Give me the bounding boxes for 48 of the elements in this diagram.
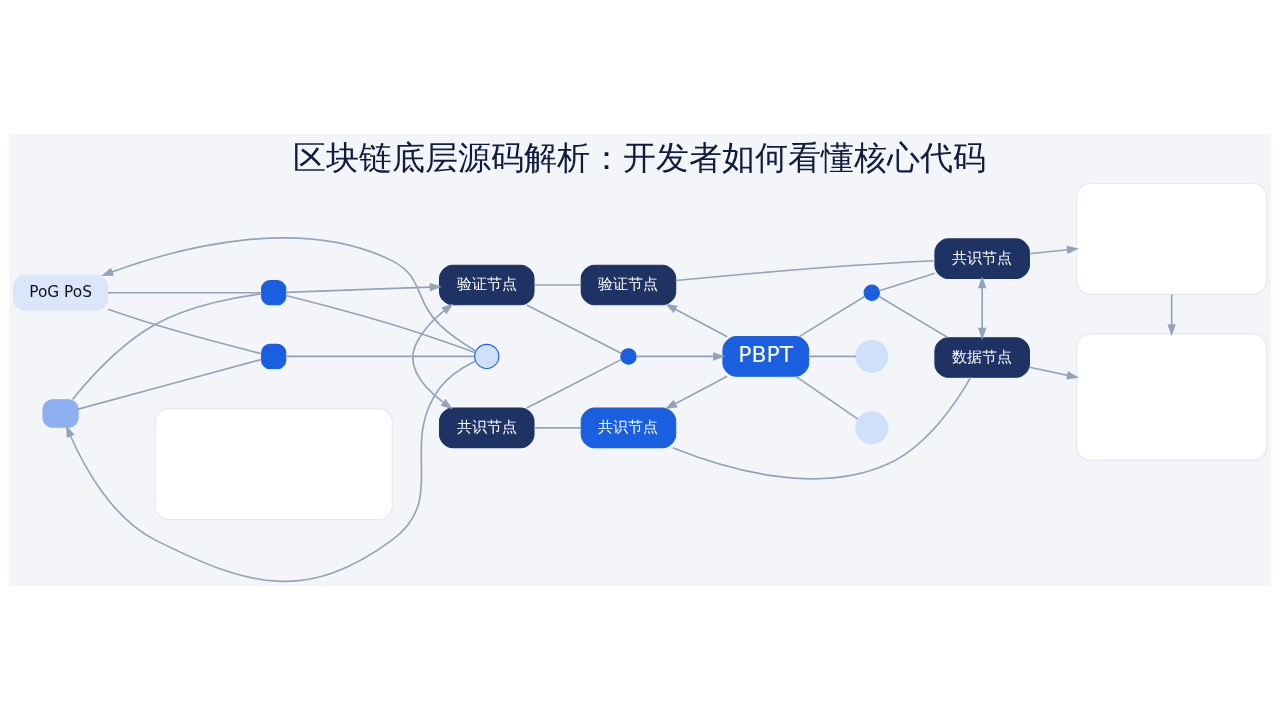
connector bbox=[284, 355, 476, 358]
connector bbox=[878, 272, 936, 292]
arrow bbox=[101, 237, 477, 352]
arrow bbox=[1167, 293, 1176, 337]
arrow bbox=[65, 360, 477, 582]
node-circle bbox=[474, 343, 500, 370]
connector bbox=[77, 358, 263, 410]
node-box: 验证节点 bbox=[438, 264, 535, 306]
node-circle bbox=[855, 339, 889, 373]
connector bbox=[285, 294, 476, 354]
arrow bbox=[977, 276, 987, 340]
connector bbox=[71, 293, 263, 401]
connector bbox=[877, 295, 949, 339]
connector bbox=[525, 358, 622, 409]
connector bbox=[807, 355, 857, 358]
node-box bbox=[1076, 333, 1268, 461]
node-box bbox=[1076, 182, 1268, 295]
node-box: PoG PoS bbox=[12, 274, 109, 311]
node-box: 验证节点 bbox=[580, 264, 677, 306]
node-circle bbox=[620, 348, 637, 365]
arrow bbox=[412, 303, 454, 410]
node-box bbox=[42, 399, 79, 428]
arrow bbox=[1028, 245, 1079, 255]
connector bbox=[525, 304, 622, 355]
node-circle bbox=[855, 411, 889, 445]
arrow bbox=[284, 282, 442, 294]
node-circle bbox=[863, 284, 880, 301]
node-box bbox=[261, 343, 287, 370]
arrow bbox=[665, 375, 729, 410]
node-box: 共识节点 bbox=[580, 407, 677, 449]
connector bbox=[671, 376, 972, 480]
connector bbox=[675, 259, 936, 282]
arrow bbox=[1028, 366, 1079, 380]
node-box: PBPT bbox=[722, 336, 810, 377]
arrow bbox=[635, 352, 726, 361]
connector bbox=[533, 284, 582, 286]
node-box: 共识节点 bbox=[934, 238, 1030, 279]
diagram-title: 区块链底层源码解析：开发者如何看懂核心代码 bbox=[293, 138, 987, 178]
connector bbox=[107, 291, 263, 294]
connector bbox=[794, 375, 859, 420]
node-box: 共识节点 bbox=[438, 407, 535, 449]
node-box bbox=[154, 408, 393, 521]
node-box bbox=[261, 280, 287, 306]
connector bbox=[107, 308, 263, 355]
node-box: 数据节点 bbox=[934, 337, 1030, 378]
connector bbox=[533, 427, 582, 429]
connector bbox=[798, 295, 866, 338]
arrow bbox=[665, 303, 729, 338]
